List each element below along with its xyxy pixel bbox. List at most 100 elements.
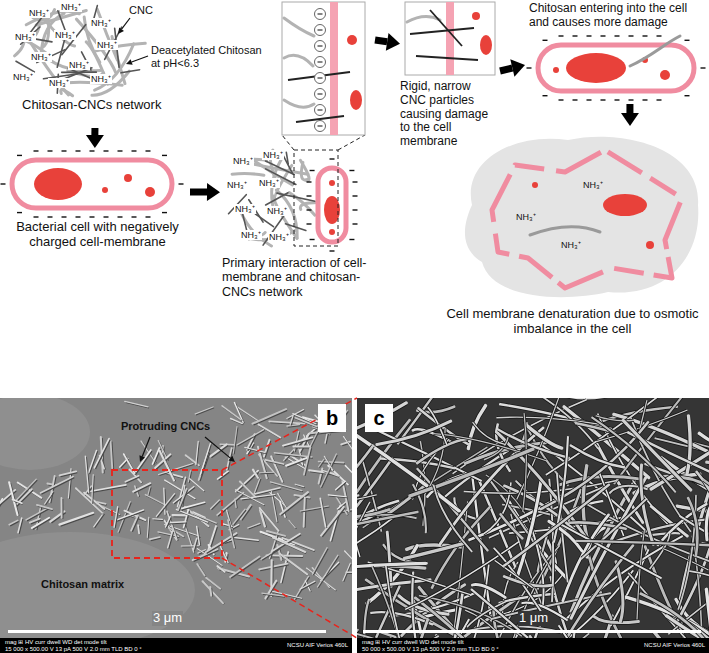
negative-charge bbox=[90, 216, 95, 217]
fiber-shadow bbox=[219, 567, 226, 572]
fiber-shadow bbox=[272, 492, 278, 522]
cnc-fiber bbox=[556, 398, 608, 399]
negative-charge bbox=[601, 99, 606, 100]
negative-charge bbox=[349, 239, 354, 240]
stage-caption: Primary interaction of cell-membrane and… bbox=[222, 256, 375, 299]
fiber-shadow bbox=[301, 435, 310, 453]
cnc-fiber bbox=[193, 539, 196, 550]
cnc-fiber bbox=[26, 508, 48, 520]
charge-label: NH₃⁺ bbox=[560, 240, 582, 250]
panel-letter-box: c bbox=[365, 404, 393, 432]
negative-charge bbox=[615, 35, 620, 36]
fiber-shadow bbox=[305, 449, 311, 476]
cnc-fiber bbox=[269, 421, 305, 423]
negative-charge bbox=[353, 181, 358, 182]
negative-charge bbox=[17, 212, 22, 213]
cnc-fiber bbox=[168, 531, 173, 548]
fiber-shadow bbox=[596, 416, 634, 421]
cnc-fiber bbox=[498, 429, 569, 457]
negative-charge bbox=[587, 99, 592, 100]
sem-image bbox=[0, 398, 352, 653]
charge-sign bbox=[318, 29, 323, 30]
fiber-shadow bbox=[191, 480, 205, 492]
cnc-fiber bbox=[472, 584, 505, 597]
cnc-fiber bbox=[417, 439, 467, 463]
cnc-fiber bbox=[133, 483, 150, 491]
cnc-fiber bbox=[94, 513, 104, 527]
process-stage: Bacterial cell with negatively charged c… bbox=[5, 148, 190, 258]
zoom-inset bbox=[405, 2, 495, 75]
fiber-shadow bbox=[516, 482, 541, 580]
fiber-shadow bbox=[14, 500, 23, 504]
cnc-fiber bbox=[156, 494, 174, 517]
cnc-fiber bbox=[501, 514, 523, 538]
fiber-shadow bbox=[231, 557, 261, 578]
charge-label: NH₃⁺ bbox=[60, 2, 82, 12]
nucleoid bbox=[145, 187, 155, 197]
cnc-fiber bbox=[196, 441, 198, 465]
cnc-fiber bbox=[558, 523, 661, 578]
negative-charge bbox=[527, 67, 532, 68]
chitosan-strand bbox=[232, 174, 264, 176]
cnc-fiber bbox=[114, 507, 118, 528]
cnc-fiber bbox=[218, 566, 225, 571]
fiber-shadow bbox=[371, 612, 432, 624]
cnc-fiber bbox=[230, 556, 260, 577]
cnc-fiber bbox=[495, 561, 532, 588]
fiber-shadow bbox=[211, 588, 212, 597]
charge-sign bbox=[318, 125, 323, 126]
cnc-fiber bbox=[320, 498, 325, 526]
cnc-fiber bbox=[158, 464, 192, 475]
cnc-fiber bbox=[176, 509, 207, 522]
nucleoid bbox=[646, 241, 654, 249]
cnc-fiber bbox=[203, 581, 223, 603]
fiber-shadow bbox=[157, 495, 175, 518]
fiber-shadow bbox=[229, 521, 235, 549]
cnc-fiber bbox=[260, 508, 279, 531]
charge-label: NH₃⁺ bbox=[262, 150, 284, 160]
fiber-shadow bbox=[241, 483, 257, 499]
annotation-label: Protruding CNCs bbox=[120, 420, 211, 433]
fiber-shadow bbox=[556, 398, 608, 399]
fiber-shadow bbox=[168, 522, 187, 524]
fiber-shadow bbox=[246, 448, 266, 453]
cnc-fiber bbox=[559, 546, 633, 652]
flow-arrow bbox=[500, 59, 525, 77]
panel-letter-box: b bbox=[318, 404, 346, 432]
cnc-fiber bbox=[596, 416, 634, 421]
process-stage: Chitosan entering into the cell and caus… bbox=[525, 0, 705, 104]
fiber-shadow bbox=[594, 617, 638, 623]
fiber-shadow bbox=[498, 429, 569, 457]
sem-image bbox=[357, 398, 709, 653]
fiber-shadow bbox=[265, 441, 271, 458]
fiber-shadow bbox=[346, 467, 352, 485]
charge-symbol bbox=[315, 73, 326, 84]
zoom-frame bbox=[294, 150, 338, 246]
cnc-fiber bbox=[228, 520, 234, 548]
charge-label: NH₃⁺ bbox=[240, 230, 262, 240]
negative-charge bbox=[307, 223, 312, 224]
negative-charge bbox=[543, 40, 548, 41]
negative-charge bbox=[573, 99, 578, 100]
fiber-shadow bbox=[177, 510, 208, 523]
cnc-fiber bbox=[255, 478, 260, 492]
annotation-label: 3 μm bbox=[152, 611, 183, 626]
fiber-shadow bbox=[211, 445, 227, 457]
fiber-shadow bbox=[212, 501, 221, 510]
negative-charge bbox=[90, 150, 95, 151]
charge-label: NH₃⁺ bbox=[96, 40, 118, 50]
charge-label: NH₃⁺ bbox=[226, 180, 248, 190]
negative-charge bbox=[330, 158, 335, 159]
fiber-shadow bbox=[85, 494, 105, 510]
fiber-shadow bbox=[151, 538, 161, 540]
fiber-shadow bbox=[27, 509, 49, 521]
info-bar bbox=[357, 638, 709, 653]
instrument-info: mag ⊞ HV curr dwell WD det mode tilt bbox=[4, 639, 108, 646]
cnc-fiber bbox=[300, 506, 328, 511]
cnc-fiber bbox=[233, 426, 237, 453]
fiber-shadow bbox=[95, 514, 105, 528]
cnc-fiber bbox=[268, 492, 285, 507]
cnc-fiber bbox=[357, 459, 392, 551]
fiber-shadow bbox=[117, 511, 144, 521]
annotation-label: Deacetylated Chitosan at pH<6.3 bbox=[150, 44, 264, 69]
